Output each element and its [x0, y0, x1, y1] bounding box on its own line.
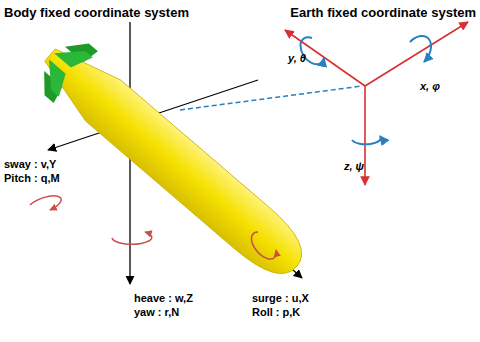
heading: Body fixed coordinate system — [4, 6, 189, 21]
x-axis — [365, 22, 468, 86]
axis-label: yaw : r,N — [134, 306, 179, 319]
vehicle-body — [28, 29, 319, 292]
axis-label: y, θ — [288, 52, 306, 65]
heading: Earth fixed coordinate system — [290, 6, 476, 21]
axis-label: surge : u,X — [252, 292, 309, 305]
yaw-arrow — [112, 232, 152, 244]
z-axis — [364, 86, 366, 185]
axis-label: Roll : p,K — [252, 306, 300, 319]
pitch-arrow — [30, 196, 61, 210]
dashed-link — [180, 86, 362, 110]
roll-arrow — [251, 232, 276, 259]
axis-label: sway : v,Y — [4, 158, 56, 171]
axis-label: x, φ — [420, 80, 440, 93]
psi-arrow — [352, 136, 381, 144]
phi-arrow — [410, 36, 431, 62]
axis-label: Pitch : q,M — [4, 172, 60, 185]
axis-label: z, ψ — [344, 160, 364, 173]
y-axis — [285, 30, 365, 86]
axis-label: heave : w,Z — [134, 292, 193, 305]
